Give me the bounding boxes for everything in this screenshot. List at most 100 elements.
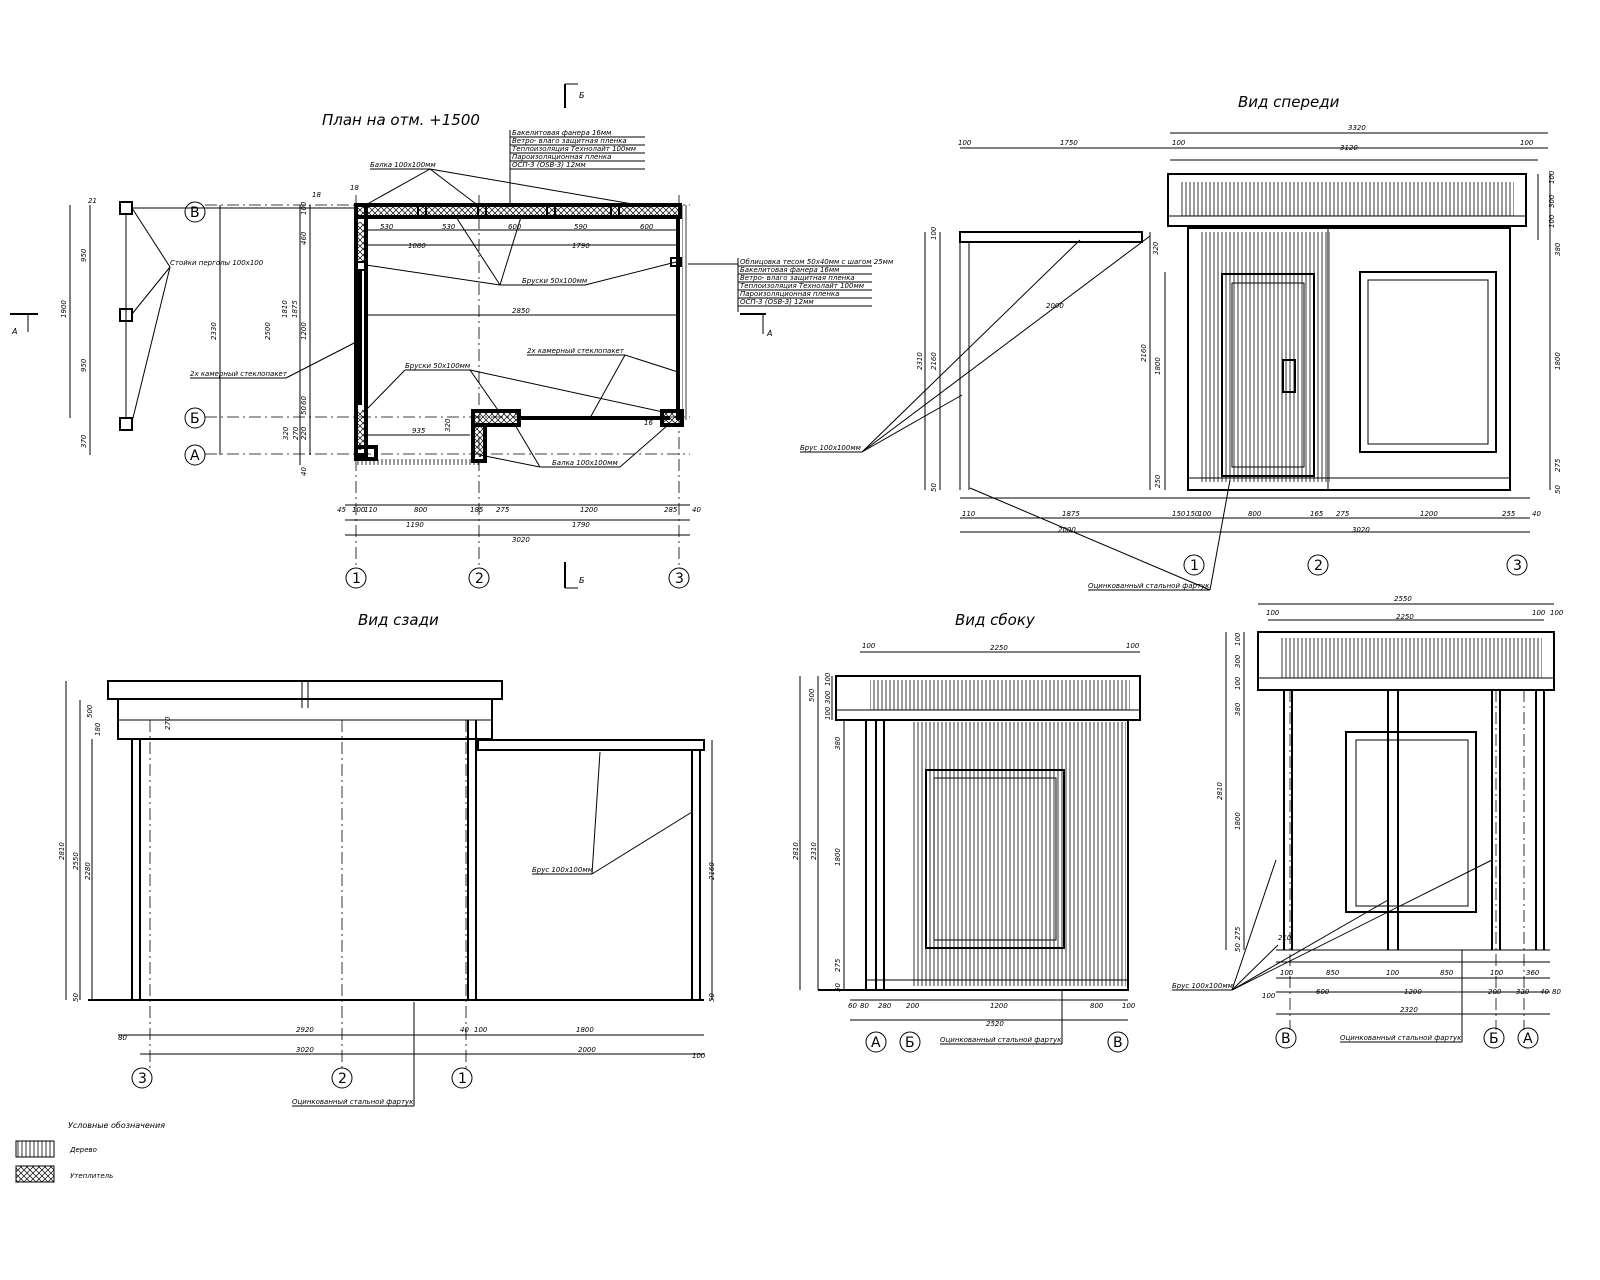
svg-text:600: 600 <box>508 223 522 231</box>
svg-text:360: 360 <box>1526 969 1540 977</box>
svg-text:100: 100 <box>1122 1002 1136 1010</box>
svg-text:2810: 2810 <box>792 842 800 860</box>
svg-text:ОСП-3 (OSB-3) 12мм: ОСП-3 (OSB-3) 12мм <box>512 161 586 169</box>
svg-text:50: 50 <box>708 993 716 1002</box>
svg-text:165: 165 <box>1310 510 1324 518</box>
svg-text:40: 40 <box>692 506 701 514</box>
svg-text:275: 275 <box>1554 458 1562 472</box>
svg-text:270: 270 <box>292 426 300 440</box>
svg-text:Теплоизоляция Технолайт 100мм: Теплоизоляция Технолайт 100мм <box>740 282 865 290</box>
plan-view: План на отм. +1500 Б Б А А <box>10 83 894 589</box>
svg-text:600: 600 <box>640 223 654 231</box>
front-axis-2: 2 <box>1307 554 1329 576</box>
svg-text:100: 100 <box>352 506 366 514</box>
svg-text:100: 100 <box>1548 170 1556 184</box>
front-door <box>1221 273 1315 477</box>
svg-text:2550: 2550 <box>1394 595 1412 603</box>
pergola-post-3 <box>119 417 133 431</box>
svg-text:2: 2 <box>338 1071 347 1087</box>
back-roof <box>107 680 503 700</box>
svg-text:3020: 3020 <box>1352 526 1370 534</box>
callout-fartuk-back: Оцинкованный стальной фартук <box>292 1098 414 1106</box>
svg-text:600: 600 <box>1316 988 1330 996</box>
svg-text:Теплоизоляция Технолайт 100мм: Теплоизоляция Технолайт 100мм <box>512 145 637 153</box>
svg-text:1200: 1200 <box>580 506 598 514</box>
back-view: Вид сзади 500 180 270 2810 2550 2280 216… <box>58 611 716 1107</box>
svg-text:45: 45 <box>337 506 346 514</box>
svg-text:В: В <box>190 205 200 221</box>
callout-brus-back: Брус 100х100мм <box>532 866 594 874</box>
svg-text:50: 50 <box>72 993 80 1002</box>
svg-text:Пароизоляционная пленка: Пароизоляционная пленка <box>512 153 611 161</box>
axis-bubble-b: Б <box>184 407 206 429</box>
svg-text:40: 40 <box>1532 510 1541 518</box>
svg-text:1200: 1200 <box>1420 510 1438 518</box>
svg-text:110: 110 <box>962 510 976 518</box>
svg-text:2160: 2160 <box>930 352 938 370</box>
svg-text:250: 250 <box>1154 474 1162 488</box>
svg-text:300: 300 <box>1548 194 1556 208</box>
svg-text:2000: 2000 <box>578 1046 596 1054</box>
svg-text:2810: 2810 <box>58 842 66 860</box>
side2-window <box>1345 731 1477 913</box>
svg-text:50: 50 <box>300 406 308 415</box>
svg-text:Б: Б <box>190 411 200 427</box>
svg-text:800: 800 <box>1090 1002 1104 1010</box>
svg-text:Ветро- влаго защитная пленка: Ветро- влаго защитная пленка <box>512 137 627 145</box>
svg-text:380: 380 <box>1554 242 1562 256</box>
svg-text:1790: 1790 <box>572 521 590 529</box>
svg-text:2320: 2320 <box>1400 1006 1418 1014</box>
svg-text:1800: 1800 <box>576 1026 594 1034</box>
svg-text:Б: Б <box>579 91 585 100</box>
svg-text:3120: 3120 <box>1340 144 1358 152</box>
side-view-2: 2550 100 2250 100 100 100 300 100 380 28… <box>1172 595 1564 1049</box>
svg-text:2160: 2160 <box>708 862 716 880</box>
svg-text:100: 100 <box>300 201 308 215</box>
svg-text:1200: 1200 <box>990 1002 1008 1010</box>
svg-text:Пароизоляционная пленка: Пароизоляционная пленка <box>740 290 839 298</box>
svg-text:3320: 3320 <box>1348 124 1366 132</box>
svg-text:210: 210 <box>1278 934 1292 942</box>
callout-fartuk-side-1: Оцинкованный стальной фартук <box>940 1036 1062 1044</box>
svg-text:Облицовка тесом 50х40мм с шаго: Облицовка тесом 50х40мм с шагом 25мм <box>740 258 894 266</box>
svg-text:380: 380 <box>1234 702 1242 716</box>
callout-bars-mid: Бруски 50х100мм <box>405 362 471 370</box>
svg-text:1800: 1800 <box>834 848 842 866</box>
svg-text:110: 110 <box>364 506 378 514</box>
svg-text:Бакелитовая фанера 16мм: Бакелитовая фанера 16мм <box>512 129 612 137</box>
svg-text:2000: 2000 <box>1046 302 1064 310</box>
callout-glass-1: 2х камерный стеклопакет <box>190 370 288 378</box>
svg-text:50: 50 <box>834 983 842 992</box>
svg-text:370: 370 <box>80 434 88 448</box>
svg-text:850: 850 <box>1326 969 1340 977</box>
svg-text:40: 40 <box>1540 988 1549 996</box>
pergola-post-1 <box>119 201 133 215</box>
plan-wall-left <box>354 203 368 457</box>
section-mark-a-left: А <box>10 313 38 336</box>
front-roof <box>1167 173 1527 227</box>
svg-text:150: 150 <box>1186 510 1200 518</box>
svg-text:935: 935 <box>412 427 426 435</box>
svg-text:2000: 2000 <box>1058 526 1076 534</box>
svg-text:460: 460 <box>300 231 308 245</box>
front-title: Вид спереди <box>1238 93 1340 111</box>
svg-text:А: А <box>766 329 772 338</box>
svg-text:100: 100 <box>1386 969 1400 977</box>
svg-text:1: 1 <box>1190 558 1199 574</box>
legend: Условные обозначения Дерево Утеплитель <box>15 1121 165 1183</box>
side-axis-v: В <box>1107 1031 1129 1053</box>
svg-text:100: 100 <box>1550 609 1564 617</box>
svg-text:530: 530 <box>380 223 394 231</box>
svg-text:200: 200 <box>1488 988 1502 996</box>
svg-text:275: 275 <box>1336 510 1350 518</box>
callout-brus-side: Брус 100х100мм <box>1172 982 1234 990</box>
callout-beam-top: Балка 100х100мм <box>370 161 436 169</box>
svg-text:80: 80 <box>1552 988 1561 996</box>
svg-text:100: 100 <box>1172 139 1186 147</box>
side2-roof <box>1257 631 1555 691</box>
svg-text:2280: 2280 <box>84 862 92 880</box>
svg-text:100: 100 <box>1520 139 1534 147</box>
front-axis-3: 3 <box>1506 554 1528 576</box>
svg-text:100: 100 <box>1266 609 1280 617</box>
front-window <box>1359 271 1497 453</box>
